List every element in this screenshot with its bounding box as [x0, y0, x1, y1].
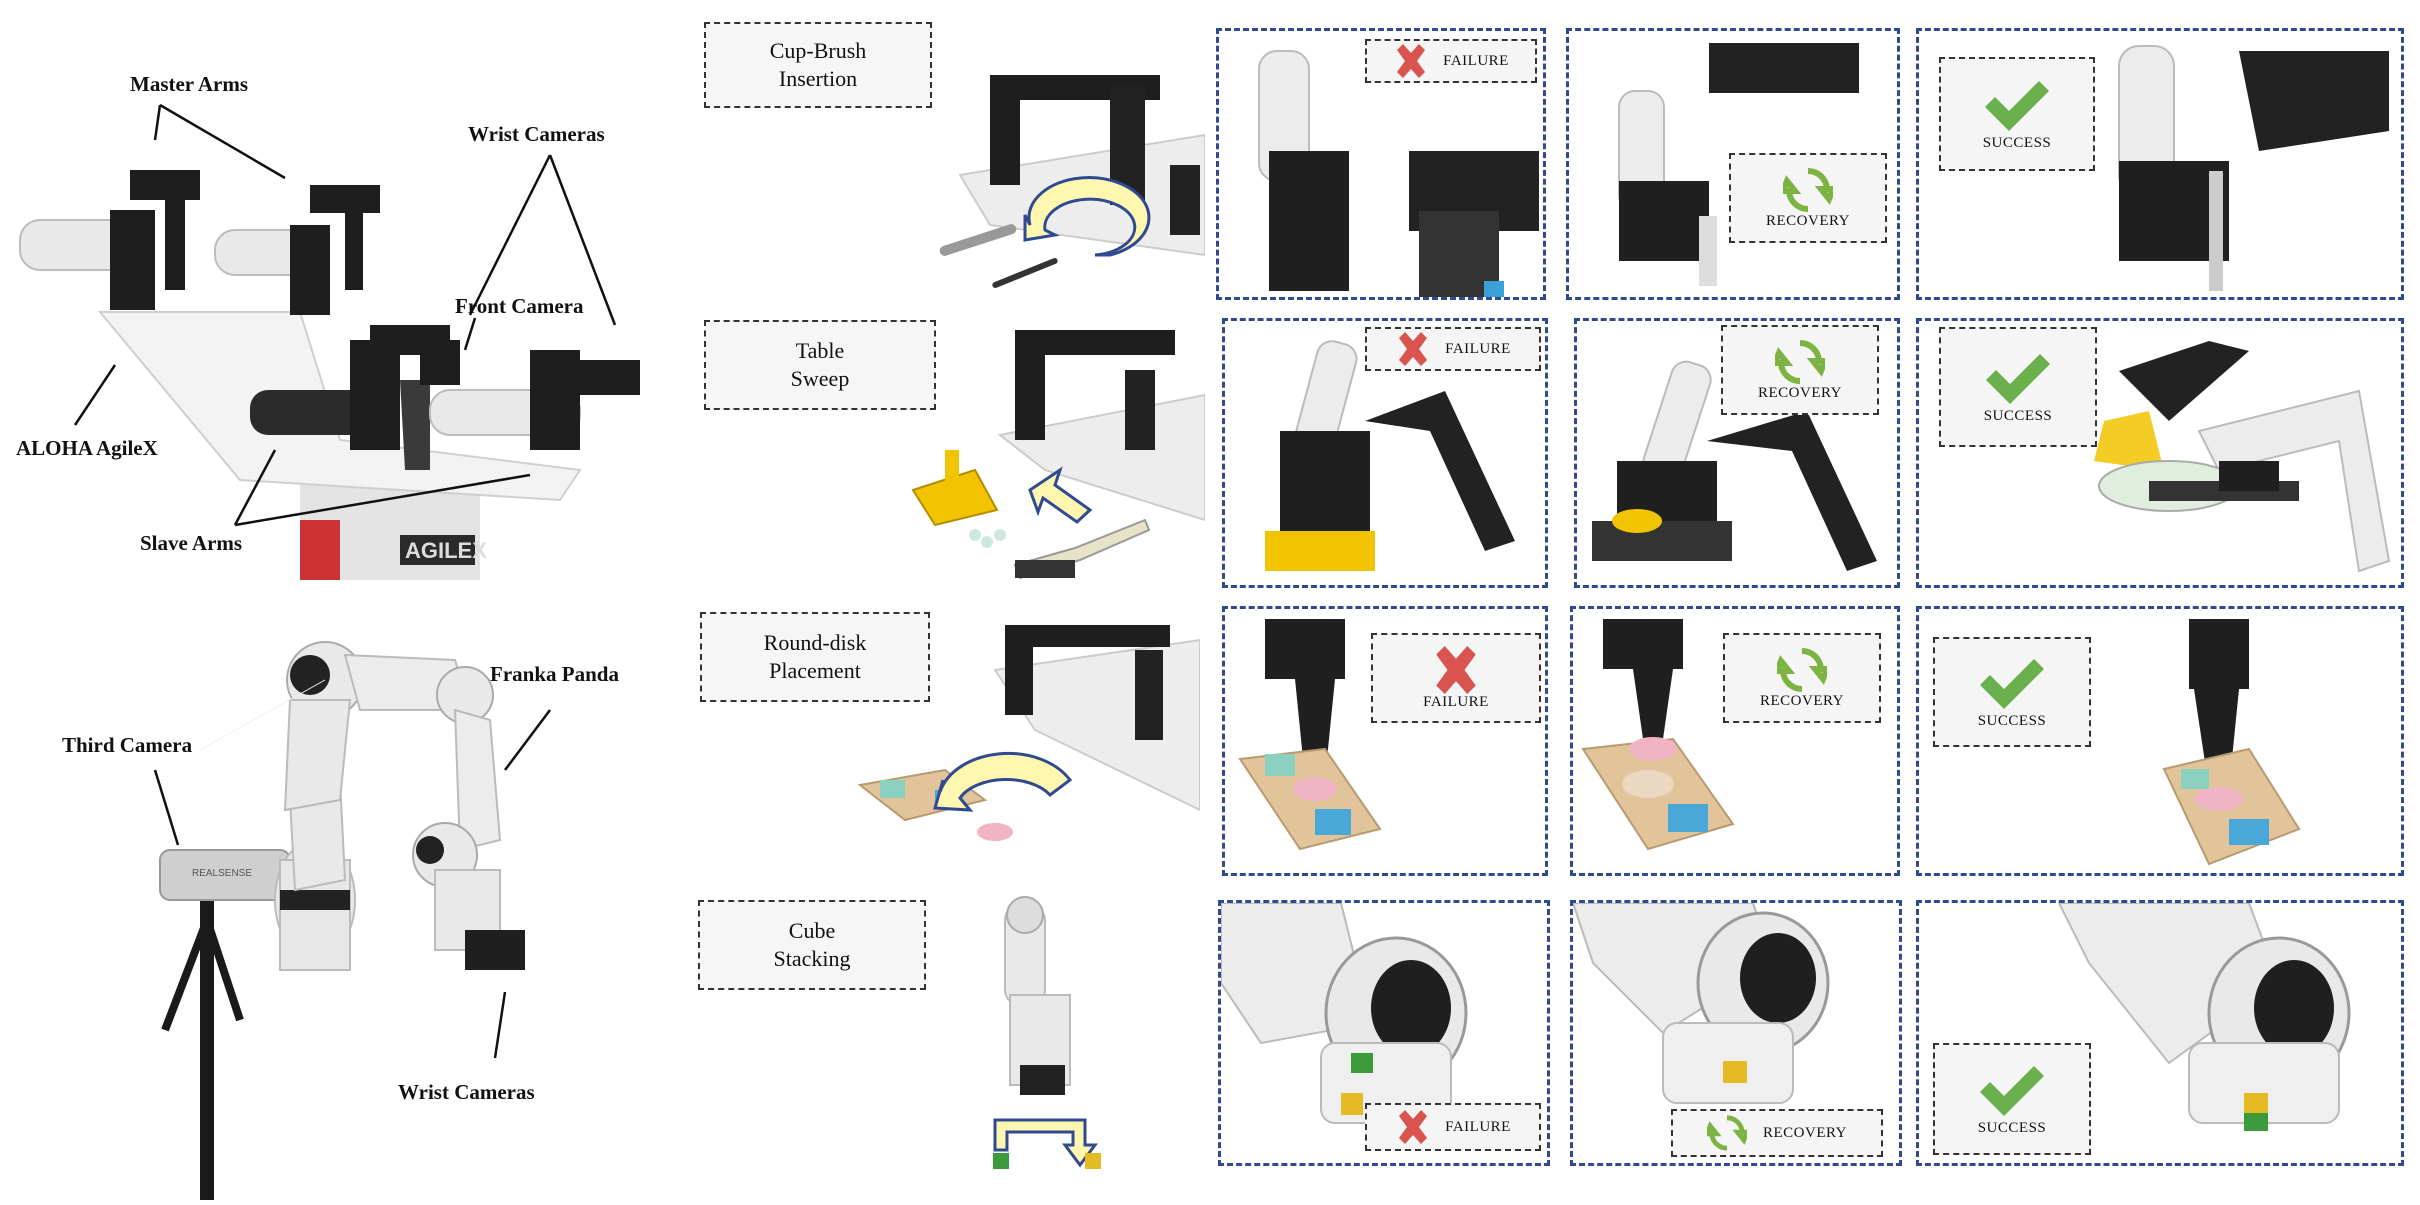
panel-cube-stacking-failure: FAILURE — [1218, 900, 1550, 1166]
x-mark-icon — [1399, 332, 1428, 366]
success-badge: SUCCESS — [1939, 327, 2097, 447]
panel-round-disk-success: SUCCESS — [1916, 606, 2404, 876]
x-mark-icon — [1397, 44, 1426, 78]
panel-cup-brush-success: SUCCESS — [1916, 28, 2404, 300]
x-mark-icon — [1399, 1110, 1428, 1144]
base-logo: AGILEX — [405, 538, 487, 563]
recovery-badge: RECOVERY — [1721, 325, 1879, 415]
recovery-badge: RECOVERY — [1729, 153, 1887, 243]
robot-photo — [1618, 43, 1859, 286]
robot-photo — [1581, 619, 1735, 851]
recycle-icon — [1783, 167, 1833, 212]
recycle-icon — [1775, 339, 1825, 384]
panel-cube-stacking-success: SUCCESS — [1916, 900, 2404, 1166]
aloha-robot-illustration — [19, 103, 640, 580]
panel-table-sweep-success: SUCCESS — [1916, 318, 2404, 588]
failure-badge: FAILURE — [1365, 1103, 1541, 1151]
scene-cube-stacking — [993, 896, 1101, 1169]
recycle-icon — [1706, 1115, 1747, 1151]
checkmark-icon — [1985, 80, 2049, 131]
scene-table-sweep — [911, 330, 1205, 580]
failure-badge: FAILURE — [1371, 633, 1541, 723]
robot-photo — [1221, 903, 1468, 1124]
slave-arms-label: Slave Arms — [140, 531, 243, 555]
robot-photo — [1592, 360, 1877, 571]
checkmark-icon — [1986, 353, 2050, 404]
success-badge: SUCCESS — [1933, 637, 2091, 747]
franka-panda-label: Franka Panda — [490, 662, 619, 686]
robot-photo — [2118, 45, 2389, 291]
aloha-agilex-label: ALOHA AgileX — [16, 436, 158, 460]
panel-round-disk-recovery: RECOVERY — [1570, 606, 1900, 876]
success-badge: SUCCESS — [1933, 1043, 2091, 1155]
panel-round-disk-failure: FAILURE — [1222, 606, 1548, 876]
camera-brand-text: REALSENSE — [192, 868, 253, 879]
wrist-cameras-top-label: Wrist Cameras — [468, 122, 605, 146]
panel-table-sweep-failure: FAILURE — [1222, 318, 1548, 588]
recovery-badge: RECOVERY — [1671, 1109, 1883, 1157]
front-camera-label: Front Camera — [455, 294, 584, 318]
robot-photo — [1265, 340, 1515, 571]
master-arms-label: Master Arms — [130, 72, 248, 96]
failure-badge: FAILURE — [1365, 327, 1541, 371]
checkmark-icon — [1980, 1065, 2044, 1116]
robot-photo — [2162, 619, 2301, 866]
aloha-figure: AGILEX Master Arms Wrist Cameras Front C… — [0, 0, 680, 580]
recovery-badge: RECOVERY — [1723, 633, 1881, 723]
robot-photo — [1238, 619, 1382, 851]
robot-photo — [2094, 341, 2391, 573]
checkmark-icon — [1980, 658, 2044, 709]
robot-photo — [1573, 903, 1830, 1104]
panel-cup-brush-recovery: RECOVERY — [1566, 28, 1900, 300]
third-camera-label: Third Camera — [62, 733, 193, 757]
straight-arrow-icon — [1028, 466, 1093, 524]
recycle-icon — [1777, 647, 1827, 692]
panel-table-sweep-recovery: RECOVERY — [1574, 318, 1900, 588]
x-mark-icon — [1436, 645, 1476, 694]
curved-arrow-icon — [933, 751, 1073, 812]
u-arrow-icon — [993, 1118, 1098, 1168]
franka-figure: REALSENSE Franka Panda Third Camera Wris… — [0, 600, 680, 1200]
panel-cup-brush-failure: FAILURE — [1216, 28, 1546, 300]
franka-robot-illustration — [153, 641, 551, 1200]
success-badge: SUCCESS — [1939, 57, 2095, 171]
scene-cup-brush — [939, 75, 1205, 288]
panel-cube-stacking-recovery: RECOVERY — [1570, 900, 1902, 1166]
curved-arrow-icon — [1023, 176, 1151, 257]
wrist-cameras-bottom-label: Wrist Cameras — [398, 1080, 535, 1104]
scene-round-disk — [857, 625, 1200, 841]
failure-badge: FAILURE — [1365, 39, 1537, 83]
robot-photo — [1258, 50, 1539, 297]
robot-photo — [2057, 903, 2351, 1131]
